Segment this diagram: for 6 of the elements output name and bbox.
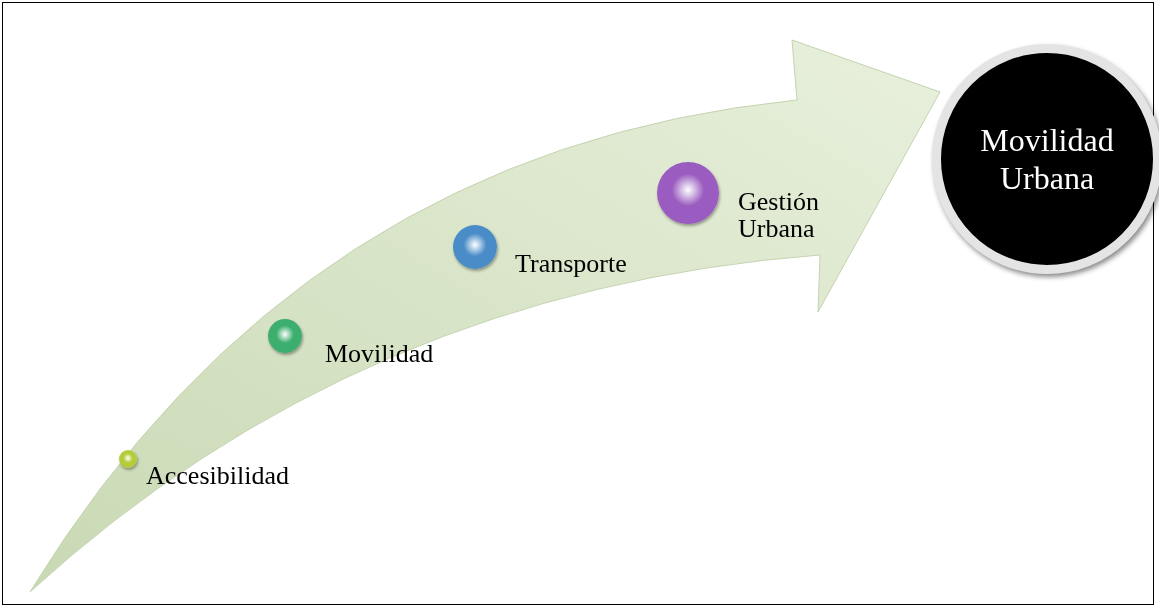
node-text: Movilidad Urbana (979, 121, 1115, 197)
node-label: Gestión Urbana (738, 188, 820, 242)
node-label: Movilidad (325, 340, 435, 367)
node-label: Accesibilidad (146, 462, 290, 489)
node-label: Transporte (515, 250, 628, 277)
sphere-node (119, 450, 137, 468)
